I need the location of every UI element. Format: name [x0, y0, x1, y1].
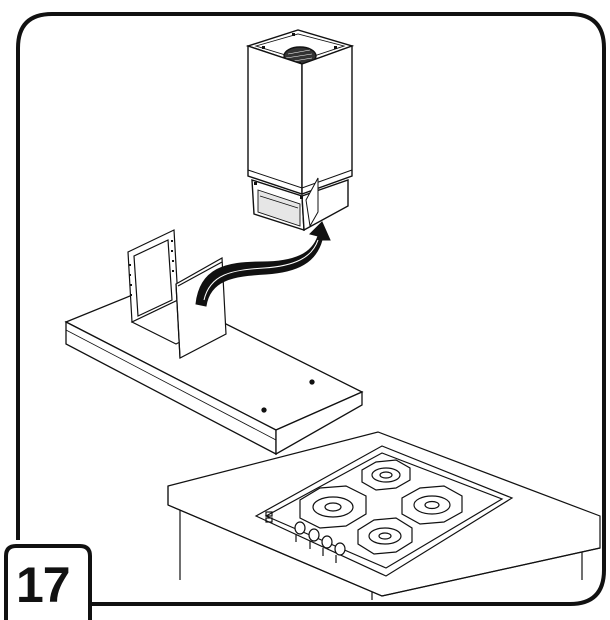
direction-arrow-icon [195, 221, 331, 307]
canopy-side [275, 391, 363, 456]
screw-hole [261, 407, 267, 413]
burner-right [401, 485, 463, 525]
burner-left [299, 485, 367, 529]
step-number: 17 [16, 557, 71, 613]
control-knobs [265, 511, 346, 563]
screw-hole [309, 379, 315, 385]
chimney-right-face [301, 45, 353, 195]
chimney-hood-icon [245, 29, 355, 232]
frame-border [16, 12, 606, 606]
chimney-left-face [247, 45, 303, 195]
bracket-holes [129, 240, 174, 296]
step-badge-box [4, 544, 92, 620]
burner-back [361, 459, 411, 491]
burner-front [357, 517, 413, 555]
counter-front [167, 504, 601, 597]
cooktop-icon [167, 431, 601, 600]
